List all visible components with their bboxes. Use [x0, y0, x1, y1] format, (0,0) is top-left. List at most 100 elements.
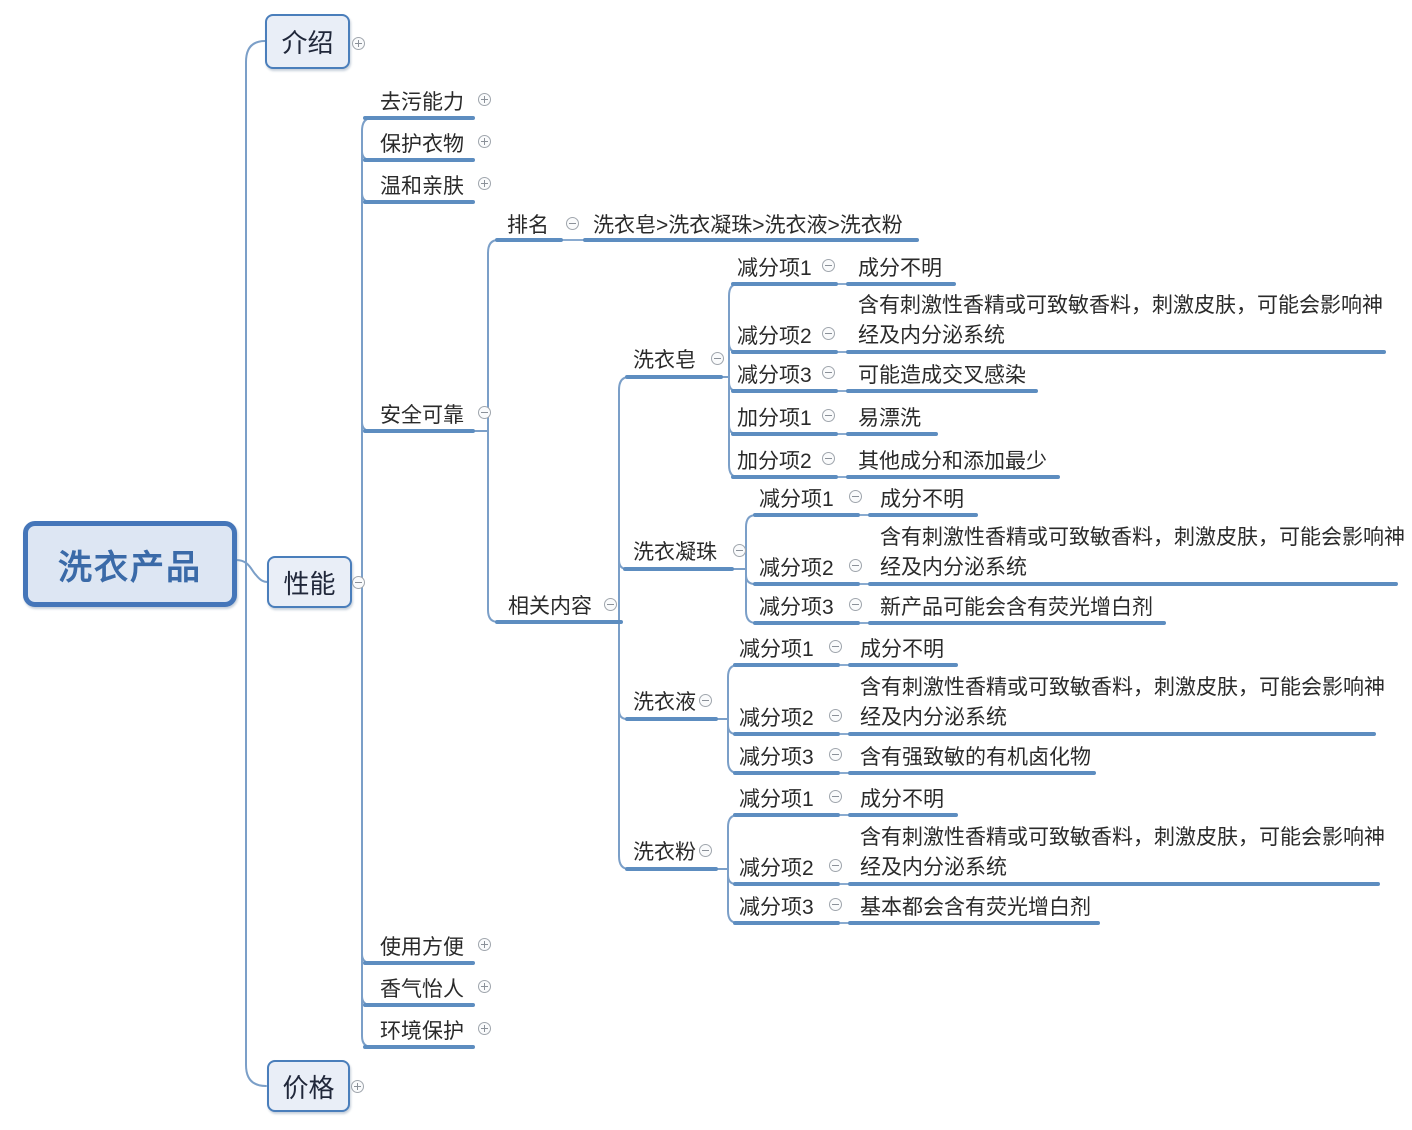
topic-underline	[363, 1003, 475, 1007]
topic-underline	[363, 1045, 475, 1049]
topic-underline	[583, 238, 919, 242]
topic-powder[interactable]: 洗衣粉	[633, 841, 696, 864]
topic-safe-reliable[interactable]: 安全可靠	[380, 404, 464, 427]
liquid-item-value[interactable]: 成分不明	[860, 638, 944, 661]
powder-item-value[interactable]: 含有刺激性香精或可致敏香料，刺激皮肤，可能会影响神经及内分泌系统	[860, 826, 1385, 879]
topic-protect-clothes[interactable]: 保护衣物	[380, 133, 464, 156]
collapse-icon[interactable]	[829, 640, 842, 653]
pods-item-label[interactable]: 减分项1	[759, 488, 834, 511]
collapse-icon[interactable]	[733, 544, 746, 557]
topic-underline	[363, 158, 475, 162]
pods-item-label[interactable]: 减分项2	[759, 557, 834, 580]
liquid-item-label[interactable]: 减分项1	[739, 638, 814, 661]
topic-underline	[846, 350, 1386, 354]
powder-item-value[interactable]: 基本都会含有荧光增白剂	[860, 896, 1091, 919]
pods-item-value[interactable]: 含有刺激性香精或可致敏香料，刺激皮肤，可能会影响神经及内分泌系统	[880, 526, 1405, 579]
pods-item-label[interactable]: 减分项3	[759, 596, 834, 619]
liquid-item-value[interactable]: 含有强致敏的有机卤化物	[860, 746, 1091, 769]
topic-underline	[625, 717, 718, 721]
collapse-icon[interactable]	[822, 452, 835, 465]
expand-icon[interactable]	[351, 1080, 364, 1093]
soap-item-value[interactable]: 可能造成交叉感染	[858, 364, 1026, 387]
topic-underline	[848, 882, 1380, 886]
topic-liquid[interactable]: 洗衣液	[633, 691, 696, 714]
collapse-icon[interactable]	[849, 598, 862, 611]
collapse-icon[interactable]	[849, 559, 862, 572]
soap-item-label[interactable]: 减分项3	[737, 364, 812, 387]
topic-underline	[625, 867, 718, 871]
collapse-icon[interactable]	[699, 844, 712, 857]
topic-ranking-value[interactable]: 洗衣皂>洗衣凝珠>洗衣液>洗衣粉	[593, 214, 903, 237]
powder-item-label[interactable]: 减分项1	[739, 788, 814, 811]
liquid-item-value[interactable]: 含有刺激性香精或可致敏香料，刺激皮肤，可能会影响神经及内分泌系统	[860, 676, 1385, 729]
expand-icon[interactable]	[478, 93, 491, 106]
collapse-icon[interactable]	[822, 366, 835, 379]
collapse-icon[interactable]	[829, 898, 842, 911]
collapse-icon[interactable]	[352, 576, 365, 589]
soap-item-label[interactable]: 加分项2	[737, 450, 812, 473]
collapse-icon[interactable]	[604, 598, 617, 611]
liquid-item-label[interactable]: 减分项2	[739, 707, 814, 730]
topic-stain-removal[interactable]: 去污能力	[380, 91, 464, 114]
pods-item-value[interactable]: 新产品可能会含有荧光增白剂	[880, 596, 1153, 619]
topic-gentle-skin[interactable]: 温和亲肤	[380, 175, 464, 198]
soap-item-label[interactable]: 减分项1	[737, 257, 812, 280]
pods-item-value[interactable]: 成分不明	[880, 488, 964, 511]
collapse-icon[interactable]	[699, 694, 712, 707]
collapse-icon[interactable]	[829, 748, 842, 761]
soap-item-label[interactable]: 减分项2	[737, 325, 812, 348]
collapse-icon[interactable]	[849, 490, 862, 503]
topic-underline	[733, 663, 840, 667]
topic-underline	[868, 582, 1398, 586]
topic-related-content[interactable]: 相关内容	[508, 595, 592, 618]
soap-item-value[interactable]: 含有刺激性香精或可致敏香料，刺激皮肤，可能会影响神经及内分泌系统	[858, 294, 1383, 347]
collapse-icon[interactable]	[822, 259, 835, 272]
collapse-icon[interactable]	[829, 709, 842, 722]
collapse-icon[interactable]	[829, 790, 842, 803]
soap-item-value[interactable]: 其他成分和添加最少	[858, 450, 1047, 473]
root-topic[interactable]: 洗衣产品	[23, 521, 237, 607]
powder-item-label[interactable]: 减分项2	[739, 857, 814, 880]
topic-ranking[interactable]: 排名	[507, 214, 549, 237]
soap-item-value[interactable]: 成分不明	[858, 257, 942, 280]
expand-icon[interactable]	[352, 37, 365, 50]
topic-underline	[495, 238, 563, 242]
topic-underline	[731, 389, 838, 393]
expand-icon[interactable]	[478, 177, 491, 190]
topic-underline	[868, 513, 978, 517]
topic-pods[interactable]: 洗衣凝珠	[633, 541, 717, 564]
topic-intro[interactable]: 介绍	[265, 14, 350, 69]
expand-icon[interactable]	[478, 135, 491, 148]
topic-price[interactable]: 价格	[267, 1060, 350, 1112]
collapse-icon[interactable]	[822, 409, 835, 422]
collapse-icon[interactable]	[822, 327, 835, 340]
topic-fragrance[interactable]: 香气怡人	[380, 978, 464, 1001]
topic-soap[interactable]: 洗衣皂	[633, 349, 696, 372]
expand-icon[interactable]	[478, 1022, 491, 1035]
topic-underline	[731, 432, 838, 436]
expand-icon[interactable]	[478, 938, 491, 951]
topic-environment[interactable]: 环境保护	[380, 1020, 464, 1043]
expand-icon[interactable]	[478, 980, 491, 993]
soap-item-label[interactable]: 加分项1	[737, 407, 812, 430]
topic-underline	[731, 350, 838, 354]
topic-underline	[363, 961, 475, 965]
collapse-icon[interactable]	[829, 859, 842, 872]
soap-item-value[interactable]: 易漂洗	[858, 407, 921, 430]
topic-underline	[848, 813, 958, 817]
liquid-item-label[interactable]: 减分项3	[739, 746, 814, 769]
topic-underline	[731, 282, 838, 286]
topic-performance[interactable]: 性能	[267, 556, 352, 608]
topic-easy-use[interactable]: 使用方便	[380, 936, 464, 959]
topic-underline	[846, 282, 956, 286]
topic-underline	[495, 620, 623, 624]
collapse-icon[interactable]	[711, 352, 724, 365]
collapse-icon[interactable]	[478, 406, 491, 419]
powder-item-label[interactable]: 减分项3	[739, 896, 814, 919]
collapse-icon[interactable]	[566, 217, 579, 230]
topic-underline	[731, 475, 838, 479]
powder-item-value[interactable]: 成分不明	[860, 788, 944, 811]
topic-underline	[733, 813, 840, 817]
topic-underline	[733, 732, 840, 736]
